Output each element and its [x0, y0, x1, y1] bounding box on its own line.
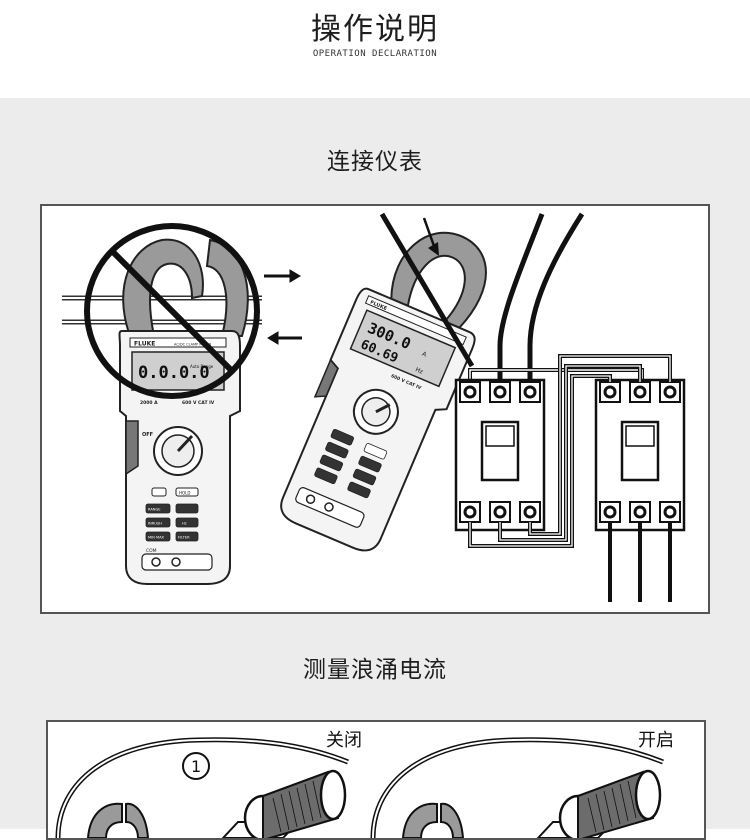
label-on: 开启	[638, 730, 674, 751]
left-meter-hold-label: HOLD	[179, 491, 190, 496]
right-meter-unit-top: A	[421, 351, 428, 359]
left-meter-model: AC/DC CLAMP METER	[174, 343, 212, 347]
conductor-through-clamp	[379, 212, 475, 368]
left-meter-rating-right: 600 V CAT IV	[182, 400, 215, 406]
connect-meter-panel: FLUKE AC/DC CLAMP METER 0.0.0.0 Auto Ran…	[40, 204, 710, 614]
page-header: 操作说明 OPERATION DECLARATION	[0, 0, 750, 98]
left-meter-button-label: RANGE	[148, 508, 161, 512]
right-meter-unit-bottom: Hz	[414, 366, 424, 375]
connect-meter-illustration: FLUKE AC/DC CLAMP METER 0.0.0.0 Auto Ran…	[62, 212, 686, 602]
page-subtitle: OPERATION DECLARATION	[312, 49, 438, 59]
left-meter-brand: FLUKE	[134, 341, 155, 348]
left-meter-button-label: Hz	[182, 522, 187, 526]
motor-left	[221, 769, 347, 838]
left-meter-button-label: MIN MAX	[148, 536, 165, 540]
prohibited-sign	[84, 223, 260, 399]
page-title: 操作说明	[311, 12, 439, 47]
left-meter-display: 0.0.0.0	[138, 363, 210, 383]
left-meter-range-label: Auto Range	[190, 364, 214, 369]
label-off: 关闭	[326, 730, 362, 751]
clamp-meter-right: FLUKE 300.0 60.69 A Hz 600 V CAT IV	[280, 231, 487, 552]
step-number: 1	[191, 757, 201, 776]
left-meter-rating-left: 2000 A	[140, 400, 158, 406]
left-meter-button	[151, 487, 167, 497]
section-title-connect: 连接仪表	[327, 149, 423, 175]
instructions-content: 连接仪表	[0, 98, 750, 840]
left-meter-button-label: INRUSH	[148, 522, 162, 526]
circuit-breakers	[454, 212, 686, 602]
left-meter-com-label: COM	[146, 548, 157, 554]
clamp-meter-left: FLUKE AC/DC CLAMP METER 0.0.0.0 Auto Ran…	[84, 223, 260, 585]
inrush-current-panel: 1 关闭	[46, 720, 706, 840]
section-title-inrush: 测量浪涌电流	[303, 657, 447, 683]
motor-right	[536, 769, 662, 838]
inrush-current-illustration: 1 关闭	[55, 730, 674, 838]
left-meter-off-label: OFF	[142, 432, 153, 438]
left-meter-button-label: FILTER	[178, 536, 190, 540]
left-meter-button	[175, 487, 199, 497]
current-direction-arrows	[264, 269, 302, 345]
